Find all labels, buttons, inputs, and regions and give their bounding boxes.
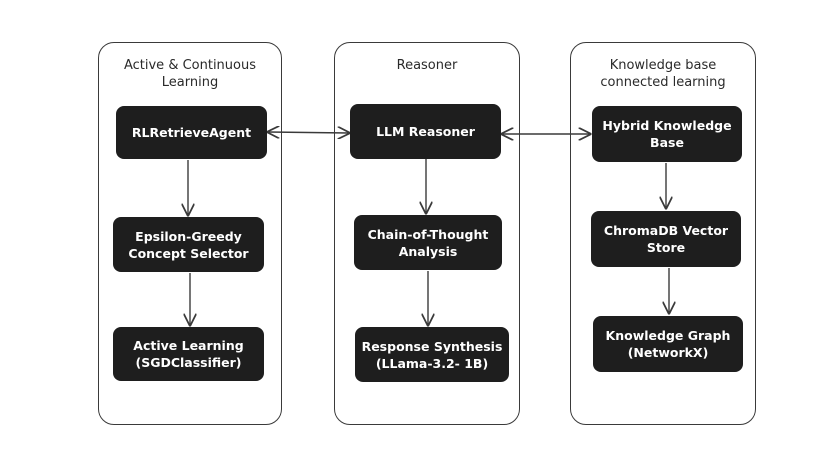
panel-title-knowledge-base: Knowledge base connected learning <box>600 58 726 90</box>
node-rl-retrieve-agent: RLRetrieveAgent <box>116 106 267 159</box>
arrow-rl-to-llm <box>268 132 349 133</box>
panel-title-active-continuous-learning: Active & Continuous Learning <box>123 58 257 90</box>
node-active-learning-sgdclassifier: Active Learning (SGDClassifier) <box>113 327 264 381</box>
node-epsilon-greedy-concept-selector: Epsilon-Greedy Concept Selector <box>113 217 264 272</box>
node-chain-of-thought-analysis: Chain-of-Thought Analysis <box>354 215 502 270</box>
node-hybrid-knowledge-base: Hybrid Knowledge Base <box>592 106 742 162</box>
node-llm-reasoner: LLM Reasoner <box>350 104 501 159</box>
panel-title-reasoner: Reasoner <box>396 58 458 73</box>
node-knowledge-graph-networkx: Knowledge Graph (NetworkX) <box>593 316 743 372</box>
node-chromadb-vector-store: ChromaDB Vector Store <box>591 211 741 267</box>
node-response-synthesis: Response Synthesis (LLama-3.2- 1B) <box>355 327 509 382</box>
